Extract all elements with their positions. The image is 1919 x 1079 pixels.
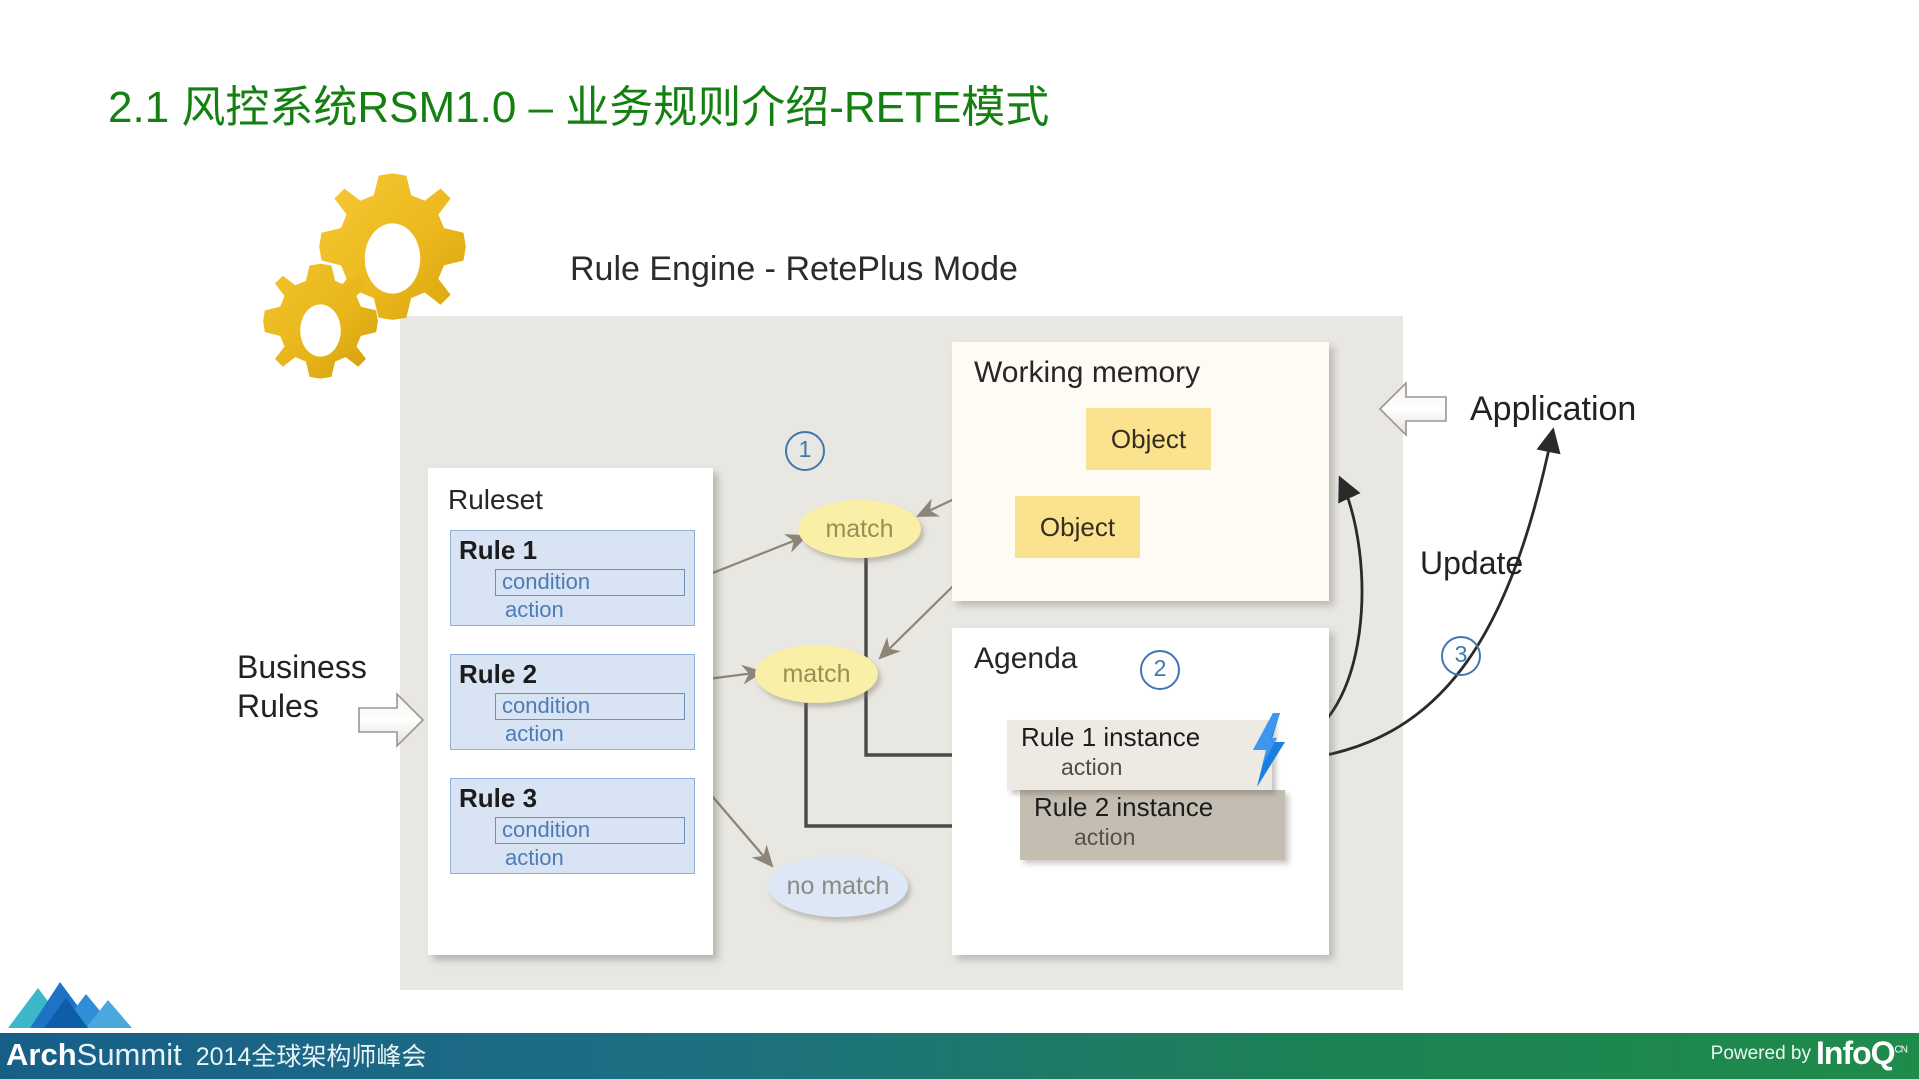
- rule-card[interactable]: Rule 3 condition action: [450, 778, 695, 874]
- infoq-wordmark: InfoQ: [1816, 1035, 1896, 1071]
- business-rules-line2: Rules: [237, 688, 319, 725]
- ruleset-box: Ruleset Rule 1 condition action Rule 2 c…: [428, 468, 713, 955]
- rule-instance-title: Rule 2 instance: [1034, 792, 1214, 822]
- rule-instance-card[interactable]: Rule 2 instance action: [1020, 790, 1285, 860]
- footer-bar: ArchSummit 2014全球架构师峰会 Powered by InfoQCN: [0, 1033, 1919, 1079]
- gear-icon: [248, 258, 393, 408]
- working-memory-label: Working memory: [974, 356, 1201, 389]
- step-badge-1: 1: [785, 431, 825, 471]
- rule-action: action: [505, 721, 564, 746]
- rule-name: Rule 2: [459, 659, 538, 689]
- object-box[interactable]: Object: [1086, 408, 1211, 470]
- powered-by-label: Powered by: [1710, 1043, 1811, 1064]
- block-arrow-left-icon: [1376, 378, 1448, 445]
- rule-card[interactable]: Rule 1 condition action: [450, 530, 695, 626]
- business-rules-label: Business Rules: [237, 648, 367, 726]
- brand-chinese: 2014全球架构师峰会: [195, 1043, 427, 1071]
- agenda-label: Agenda: [974, 642, 1078, 675]
- infoq-logo[interactable]: InfoQCN: [1816, 1035, 1908, 1072]
- rule-card[interactable]: Rule 2 condition action: [450, 654, 695, 750]
- rule-condition: condition: [495, 693, 685, 720]
- working-memory-box: Working memory: [952, 342, 1329, 601]
- rule-instance-action: action: [1061, 754, 1123, 780]
- business-rules-line1: Business: [237, 649, 367, 685]
- application-label: Application: [1470, 390, 1637, 428]
- rule-name: Rule 3: [459, 783, 538, 813]
- lightning-bolt-icon: [1247, 712, 1291, 793]
- footer-brand: ArchSummit 2014全球架构师峰会: [6, 1037, 426, 1073]
- infoq-suffix: CN: [1894, 1044, 1908, 1056]
- block-arrow-right-icon: [357, 690, 427, 755]
- step-badge-2: 2: [1140, 650, 1180, 690]
- rule-instance-card[interactable]: Rule 1 instance action: [1007, 720, 1272, 790]
- diagram-header: Rule Engine - RetePlus Mode: [570, 250, 1018, 288]
- rule-action: action: [505, 845, 564, 870]
- ruleset-label: Ruleset: [448, 484, 543, 515]
- no-match-node[interactable]: no match: [768, 855, 908, 917]
- step-badge-3: 3: [1441, 636, 1481, 676]
- rule-condition: condition: [495, 569, 685, 596]
- brand-arch: Arch: [6, 1037, 77, 1072]
- rule-name: Rule 1: [459, 535, 538, 565]
- rule-engine-diagram: Rule Engine - RetePlus Mode: [237, 173, 1637, 990]
- page-title: 2.1 风控系统RSM1.0 – 业务规则介绍-RETE模式: [108, 83, 1050, 132]
- match-node[interactable]: match: [798, 500, 921, 558]
- rule-action: action: [505, 597, 564, 622]
- rule-condition: condition: [495, 817, 685, 844]
- brand-summit: Summit: [76, 1037, 182, 1072]
- object-box[interactable]: Object: [1015, 496, 1140, 558]
- rule-instance-title: Rule 1 instance: [1021, 722, 1201, 752]
- archsummit-logo-icon: [8, 980, 158, 1033]
- update-label: Update: [1420, 545, 1524, 581]
- rule-instance-action: action: [1074, 824, 1136, 850]
- match-node[interactable]: match: [755, 645, 878, 703]
